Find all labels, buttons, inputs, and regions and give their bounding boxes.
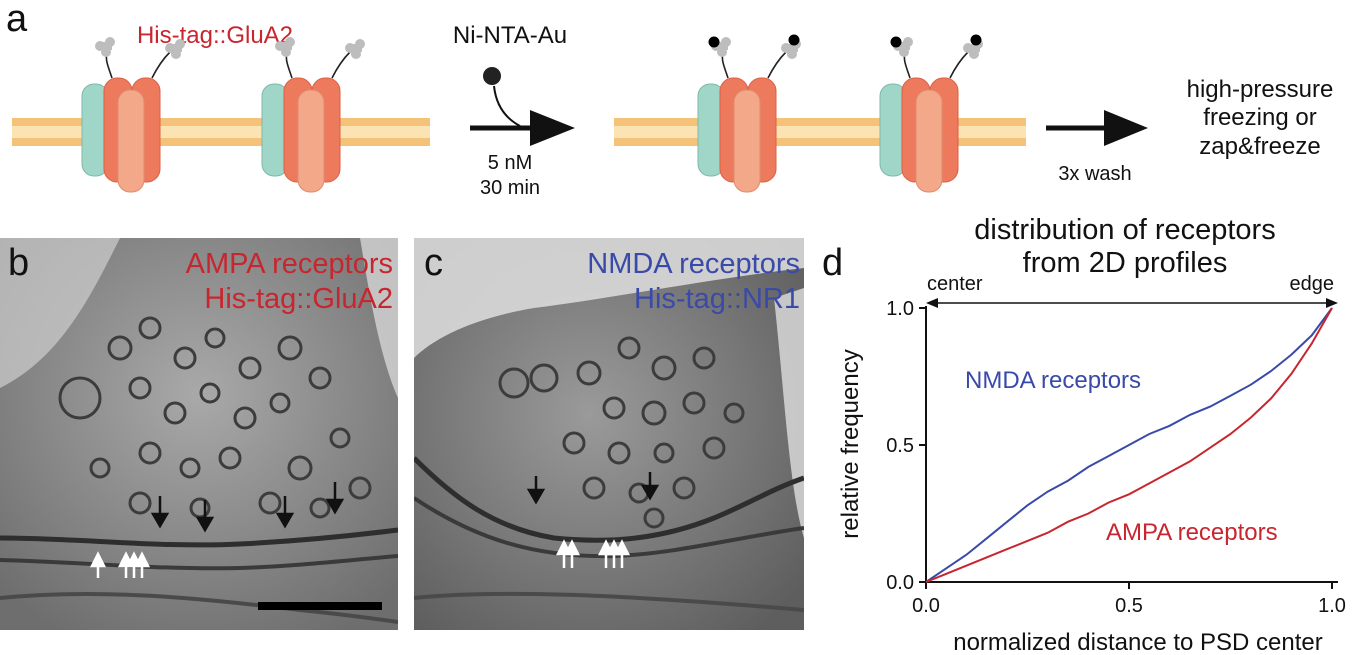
em-b-title-line1: AMPA receptors xyxy=(185,248,393,280)
arrow-wash xyxy=(1046,110,1148,146)
series-line-ampa xyxy=(925,307,1333,583)
annotation-center: center xyxy=(927,273,983,295)
outcome-label: high-pressure freezing or zap&freeze xyxy=(1160,76,1360,161)
panel-label-c: c xyxy=(424,242,443,284)
center-edge-arrow xyxy=(926,298,1338,308)
em-micrograph-c xyxy=(414,238,804,630)
em-c-title-line2: His-tag::NR1 xyxy=(634,282,800,315)
scale-bar xyxy=(258,602,382,610)
chart-title-line2: from 2D profiles xyxy=(1022,247,1228,280)
series-line-nmda xyxy=(925,307,1333,583)
membrane-before xyxy=(12,118,430,146)
outcome-line-1: high-pressure xyxy=(1186,76,1334,103)
em-micrograph-b xyxy=(0,238,398,630)
panel-label-a: a xyxy=(6,0,28,40)
x-tick-label: 1.0 xyxy=(1318,595,1346,617)
time-label: 30 min xyxy=(479,177,541,199)
chart-title-line1: distribution of receptors xyxy=(974,214,1276,246)
panel-label-d: d xyxy=(822,242,844,284)
schematic-diagram xyxy=(12,34,1148,193)
construct-label: His-tag::GluA2 xyxy=(136,22,294,49)
y-tick-label: 1.0 xyxy=(886,298,914,320)
white-arrows-b xyxy=(89,551,151,578)
em-image-c xyxy=(414,238,804,630)
receptor-after-1 xyxy=(697,34,802,193)
series-label-ampa: AMPA receptors xyxy=(1106,519,1278,546)
em-image-b xyxy=(0,238,398,630)
wash-label: 3x wash xyxy=(1058,163,1132,185)
receptor-before-2 xyxy=(261,36,366,193)
outcome-line-2: freezing or xyxy=(1203,104,1317,132)
white-arrows-c xyxy=(555,539,631,568)
cumulative-distribution-chart: center edge 0.0 0.5 1.0 0.0 0.5 1.0 NMDA rece… xyxy=(837,273,1346,655)
em-b-title: AMPA receptors His-tag::GluA2 xyxy=(80,247,393,317)
x-tick-label: 0.0 xyxy=(912,595,940,617)
annotation-edge: edge xyxy=(1290,273,1335,295)
membrane-after xyxy=(614,118,1026,146)
series-label-nmda: NMDA receptors xyxy=(965,367,1141,394)
outcome-line-3: zap&freeze xyxy=(1199,132,1321,160)
em-c-title: NMDA receptors His-tag::NR1 xyxy=(470,247,800,317)
x-tick-label: 0.5 xyxy=(1115,595,1143,617)
reagent-label: Ni-NTA-Au xyxy=(452,22,568,49)
receptor-after-2 xyxy=(879,34,984,193)
y-tick-label: 0.0 xyxy=(886,572,914,594)
y-tick-label: 0.5 xyxy=(886,435,914,457)
black-arrows-c xyxy=(526,472,660,505)
receptor-before-1 xyxy=(81,36,186,193)
arrow-labeling xyxy=(470,67,575,146)
y-axis-label: relative frequency xyxy=(837,349,864,538)
x-axis-label: normalized distance to PSD center xyxy=(953,629,1323,655)
chart-title: distribution of receptors from 2D profil… xyxy=(905,214,1345,281)
gold-particle-icon xyxy=(483,67,501,85)
panel-label-b: b xyxy=(8,242,30,284)
em-c-title-line1: NMDA receptors xyxy=(587,248,800,280)
concentration-label: 5 nM xyxy=(487,152,533,174)
black-arrows-b xyxy=(150,482,345,533)
em-b-title-line2: His-tag::GluA2 xyxy=(204,282,393,315)
